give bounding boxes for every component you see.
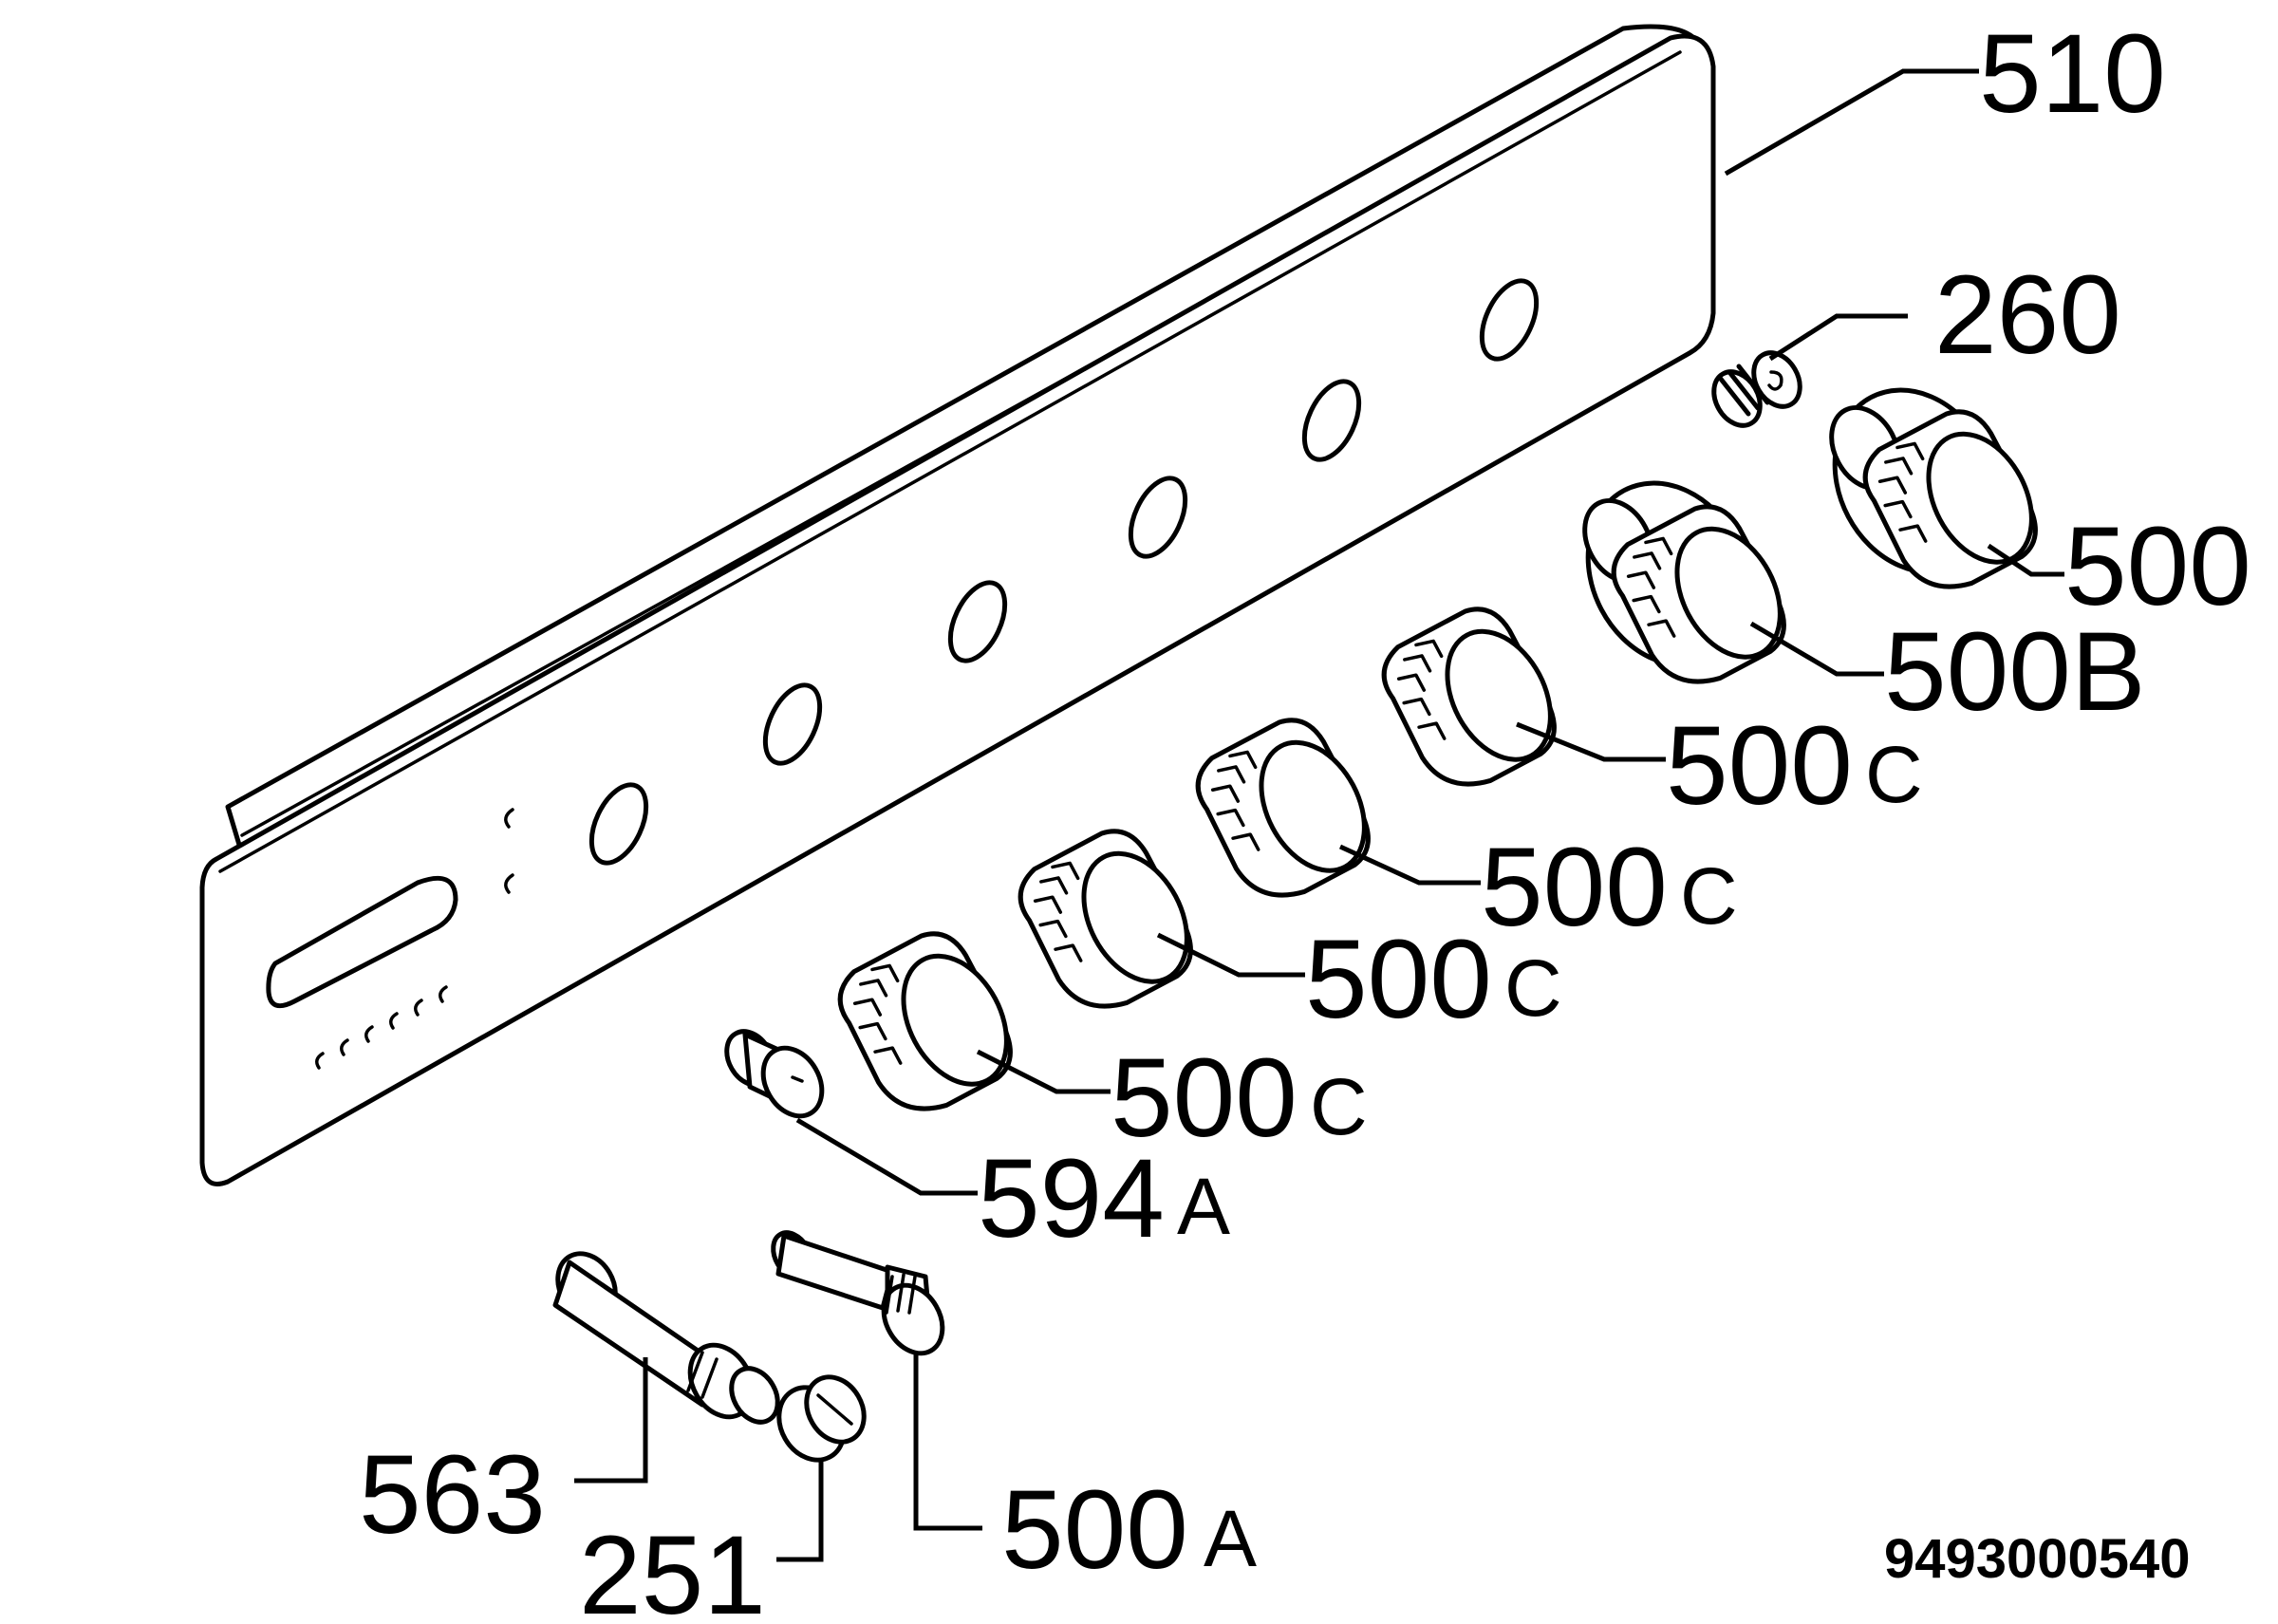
callout-594a-suffix: A [1177, 1162, 1230, 1251]
leader-lines [574, 68, 2064, 1562]
callout-563: 563 [359, 1432, 546, 1558]
callout-500a-number: 500 [1001, 1467, 1188, 1593]
callout-251: 251 [579, 1513, 766, 1624]
knob-part-251 [776, 1374, 867, 1463]
callout-500c-4-suffix: C [1865, 730, 1923, 819]
callout-500c-4-number: 500 [1666, 703, 1853, 829]
callout-500: 500 [2064, 504, 2251, 629]
callout-500c-3-number: 500 [1481, 825, 1668, 950]
callout-510: 510 [1979, 11, 2166, 137]
callout-500c-2-number: 500 [1305, 917, 1492, 1042]
callout-500c-3-suffix: C [1680, 851, 1738, 941]
knob-500c-1 [828, 919, 1029, 1129]
callout-260: 260 [1934, 252, 2121, 378]
knob-500c-4 [1372, 594, 1573, 804]
callout-labels: 510 260 500 500B 500 C 500 C 500 C 500 C… [359, 11, 2251, 1624]
callout-500c-1-suffix: C [1310, 1062, 1368, 1151]
callout-500b: 500B [1884, 609, 2146, 735]
spring-part-260 [1711, 350, 1802, 428]
document-number: 9493000540 [1884, 1528, 2191, 1590]
callout-500c-2-suffix: C [1504, 943, 1562, 1033]
callout-594a-number: 594 [978, 1136, 1165, 1261]
cap-part-594a [724, 1029, 825, 1119]
knob-500 [1829, 387, 2053, 607]
callout-500c-1-number: 500 [1111, 1036, 1298, 1161]
shaft-part-563 [552, 1251, 780, 1425]
knob-500c-3 [1186, 705, 1387, 915]
knob-500b [1582, 480, 1802, 701]
callout-500a-suffix: A [1204, 1494, 1257, 1583]
knob-500c-2 [1008, 816, 1209, 1026]
spindle-part-500a [771, 1230, 945, 1356]
control-panel [199, 24, 1716, 1186]
